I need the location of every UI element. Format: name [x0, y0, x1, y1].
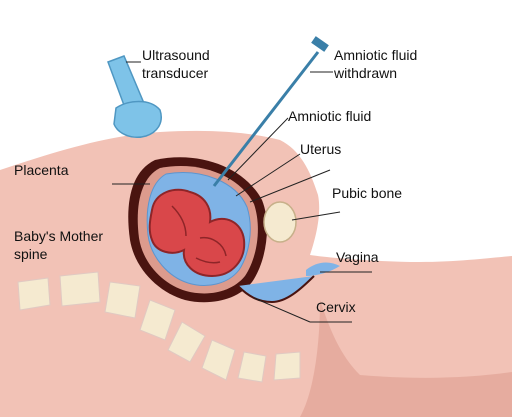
label-amniotic-fluid-withdrawn: Amniotic fluid withdrawn	[334, 47, 418, 81]
label-amniotic-fluid: Amniotic fluid	[288, 108, 372, 124]
needle	[212, 36, 329, 187]
label-ultrasound-transducer: Ultrasound transducer	[142, 47, 210, 81]
pubic-bone	[263, 201, 297, 243]
label-uterus: Uterus	[300, 141, 342, 157]
label-pubic-bone: Pubic bone	[332, 185, 403, 201]
label-placenta: Placenta	[14, 162, 69, 178]
cervix-canal	[237, 275, 315, 304]
torso-shadow	[300, 300, 512, 417]
spine	[17, 271, 301, 383]
label-cervix: Cervix	[316, 299, 356, 315]
ultrasound-transducer	[107, 55, 162, 138]
vagina	[306, 262, 340, 276]
label-babys-mother-spine: Baby's Mother spine	[14, 228, 104, 262]
baby	[148, 188, 246, 278]
leader-lines	[112, 61, 372, 323]
label-vagina: Vagina	[336, 249, 379, 265]
